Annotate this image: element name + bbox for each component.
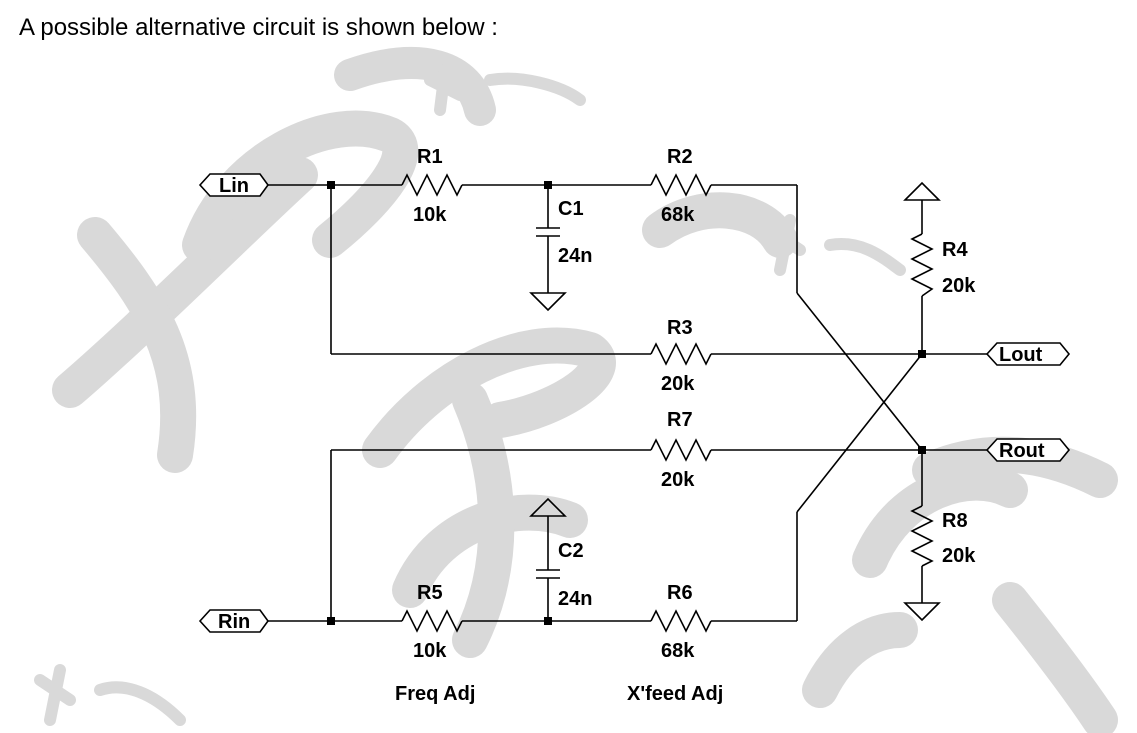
ground-icon: [903, 602, 941, 622]
port-rin: Rin: [198, 609, 269, 633]
r4-ref-label: R4: [942, 239, 968, 261]
resistor-r2-symbol: [650, 173, 712, 197]
intro-text: A possible alternative circuit is shown …: [19, 14, 498, 41]
port-lout: Lout: [985, 342, 1071, 366]
reference-icon: [903, 181, 941, 201]
r2-ref-label: R2: [667, 146, 693, 168]
port-rout: Rout: [985, 438, 1071, 462]
r3-ref-label: R3: [667, 317, 693, 339]
ground-icon: [529, 292, 567, 312]
r7-value-label: 20k: [661, 469, 695, 491]
r2-value-label: 68k: [661, 204, 695, 226]
junctions: [327, 181, 926, 625]
resistor-r7-symbol: [650, 438, 712, 462]
r1-ref-label: R1: [417, 146, 443, 168]
resistor-r8-symbol: [910, 505, 934, 567]
capacitor-c1-symbol: [536, 227, 560, 237]
c1-ref-label: C1: [558, 198, 584, 220]
r3-value-label: 20k: [661, 373, 695, 395]
port-rout-label: Rout: [999, 440, 1045, 462]
r4-value-label: 20k: [942, 275, 976, 297]
port-lin-label: Lin: [219, 175, 249, 197]
port-lin: Lin: [198, 173, 269, 197]
port-rin-label: Rin: [218, 611, 250, 633]
c2-ref-label: C2: [558, 540, 584, 562]
resistor-r1-symbol: [401, 173, 463, 197]
r5-ref-label: R5: [417, 582, 443, 604]
c2-value-label: 24n: [558, 588, 592, 610]
freq-adj-note: Freq Adj: [395, 683, 475, 705]
c1-value-label: 24n: [558, 245, 592, 267]
port-lout-label: Lout: [999, 344, 1043, 366]
r8-value-label: 20k: [942, 545, 976, 567]
r8-ref-label: R8: [942, 510, 968, 532]
r5-value-label: 10k: [413, 640, 447, 662]
capacitor-c2-symbol: [536, 569, 560, 579]
xfeed-adj-note: X'feed Adj: [627, 683, 723, 705]
reference-icon: [529, 497, 567, 517]
r6-value-label: 68k: [661, 640, 695, 662]
r1-value-label: 10k: [413, 204, 447, 226]
r6-ref-label: R6: [667, 582, 693, 604]
resistor-r6-symbol: [650, 609, 712, 633]
resistor-r5-symbol: [401, 609, 463, 633]
r7-ref-label: R7: [667, 409, 693, 431]
resistor-r3-symbol: [650, 342, 712, 366]
resistor-r4-symbol: [910, 233, 934, 297]
